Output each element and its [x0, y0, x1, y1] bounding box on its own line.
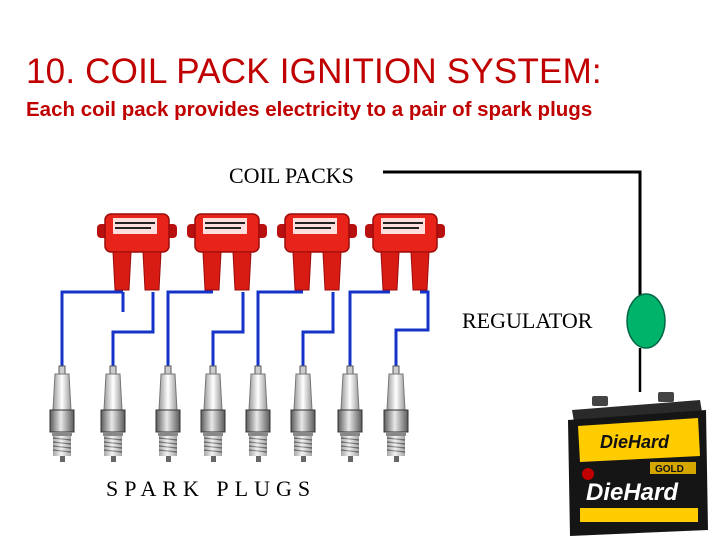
- spark-plug: [383, 365, 409, 462]
- coil-pack: [187, 213, 267, 291]
- plug-wires: [60, 290, 430, 366]
- spark-plug: [290, 365, 316, 462]
- coil-pack: [97, 213, 177, 291]
- regulator-icon: [626, 293, 666, 349]
- main-power-line: [383, 170, 642, 296]
- coil-packs-label: COIL PACKS: [229, 163, 354, 188]
- spark-plug: [200, 365, 226, 462]
- coil-pack: [365, 213, 445, 291]
- coil-pack: [277, 213, 357, 291]
- spark-plug: [49, 365, 75, 462]
- battery-badge: GOLD: [655, 464, 684, 475]
- spark-plug: [245, 365, 271, 462]
- battery-brand: DieHard: [586, 479, 679, 506]
- regulator-label: REGULATOR: [462, 308, 593, 333]
- spark-plug: [155, 365, 181, 462]
- spark-plugs-label: SPARK PLUGS: [106, 476, 317, 501]
- spark-plug: [337, 365, 363, 462]
- spark-plug: [100, 365, 126, 462]
- battery-top-brand: DieHard: [600, 432, 670, 452]
- page-subtitle: Each coil pack provides electricity to a…: [26, 98, 593, 121]
- battery-icon: DieHard GOLD DieHard: [568, 392, 708, 536]
- page-title: 10. COIL PACK IGNITION SYSTEM:: [26, 52, 602, 91]
